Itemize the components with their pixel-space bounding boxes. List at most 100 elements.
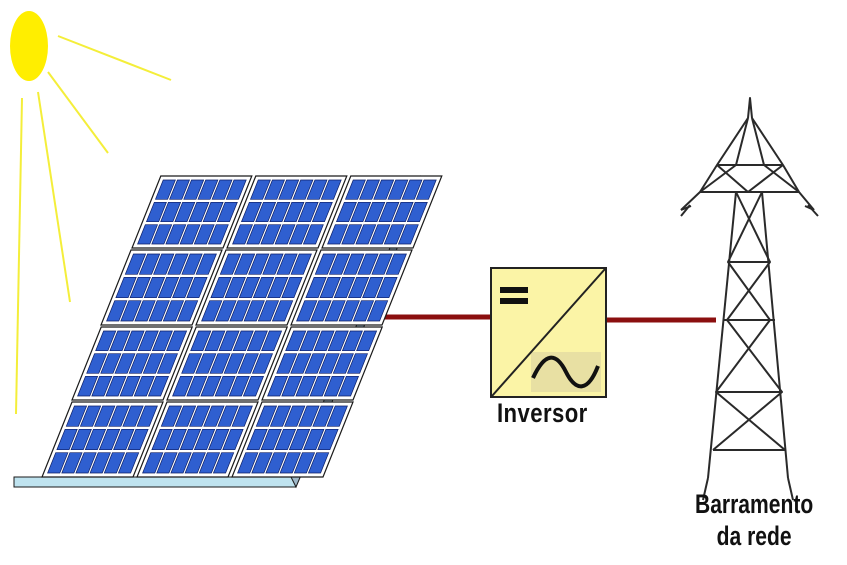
pv-cell [265,452,287,474]
pv-cell [344,179,366,200]
pv-cell [343,253,365,275]
pv-cell [310,300,332,322]
pv-cell [261,330,283,352]
pv-cell [75,452,97,474]
transmission-tower-icon [680,97,819,501]
pv-cell [324,300,346,322]
pv-cell [249,179,271,200]
pv-cell [319,276,341,299]
pv-cell [346,353,369,374]
pv-cell [240,201,262,223]
pv-cell [285,330,307,352]
pv-cell [113,428,135,451]
pv-cell [160,201,182,223]
pv-cell [156,353,179,374]
pv-cell [176,300,199,322]
pv-cell [383,224,405,245]
pv-cell [210,276,232,299]
sun-icon [10,11,172,415]
pv-cell [378,201,400,223]
pv-cell [304,353,326,374]
pv-cell [242,375,265,397]
pv-cell [376,276,398,299]
pv-cell [406,201,428,223]
pv-cell [292,179,314,200]
pv-cell [215,300,237,322]
array-base [13,476,297,488]
pv-cell [228,375,250,397]
pv-cell [335,201,357,223]
pv-cell [274,224,296,245]
pv-cell [232,330,254,352]
pv-cell [103,452,126,474]
pv-cell [323,375,345,397]
pv-cell [190,330,212,352]
pv-cell [352,300,375,322]
pv-cell [229,300,251,322]
dc-symbol [500,287,528,304]
pv-cell [120,300,142,322]
pv-cell [136,405,158,427]
pv-cell [208,428,230,451]
pv-cell [174,405,197,427]
pv-cell [281,375,303,397]
pv-cell [274,428,297,451]
pv-cell [167,253,189,275]
pv-cell [296,300,318,322]
solar-panel-icon [13,175,443,489]
pv-cell [203,405,225,427]
pv-cell [288,224,310,245]
pv-cell [306,179,328,200]
pv-cell [218,330,240,352]
pv-cell [211,179,233,200]
pv-cell [217,405,239,427]
pv-cell [77,375,99,397]
sun-disc [10,11,48,81]
pv-cell [106,300,128,322]
ac-sine-symbol [531,355,600,389]
pv-cell [219,253,242,275]
pv-cell [303,428,325,451]
pv-cell [224,276,246,299]
pv-cell [312,405,334,427]
pv-cell [179,224,201,245]
pv-cell [65,405,88,427]
inverter-label: Inversor [497,398,588,428]
pv-cell [154,179,176,200]
pv-cell [142,452,164,474]
pv-cell [128,353,150,374]
pv-cell [186,276,208,299]
pv-cell [333,276,356,299]
pv-cell [84,428,107,451]
inverter-icon [490,267,607,398]
pv-cell [137,224,159,245]
pv-cell [179,428,202,451]
pv-cell [188,201,210,223]
pv-cell [95,330,117,352]
pv-cell [332,353,354,374]
pv-cell [347,276,370,299]
pv-cell [181,253,203,275]
pv-cell [284,405,306,427]
pv-cell [238,276,261,299]
pv-cell [257,300,280,322]
pv-cell [269,201,291,223]
pv-cell [373,179,395,200]
pv-cell [293,452,316,474]
pv-cell [359,179,381,200]
pv-cell [251,353,274,374]
pv-cell [115,276,137,299]
pv-cell [70,428,92,451]
pv-cell [204,330,226,352]
pv-cell [200,375,222,397]
pv-cell [195,253,217,275]
pv-cell [311,201,333,223]
pv-cell [279,452,301,474]
pv-cell [157,276,180,299]
pv-cell [56,428,78,451]
pv-cell [271,300,294,322]
pv-cell [355,224,377,245]
pv-cell [255,201,277,223]
pv-cell [122,405,144,427]
pv-cell [147,375,170,397]
